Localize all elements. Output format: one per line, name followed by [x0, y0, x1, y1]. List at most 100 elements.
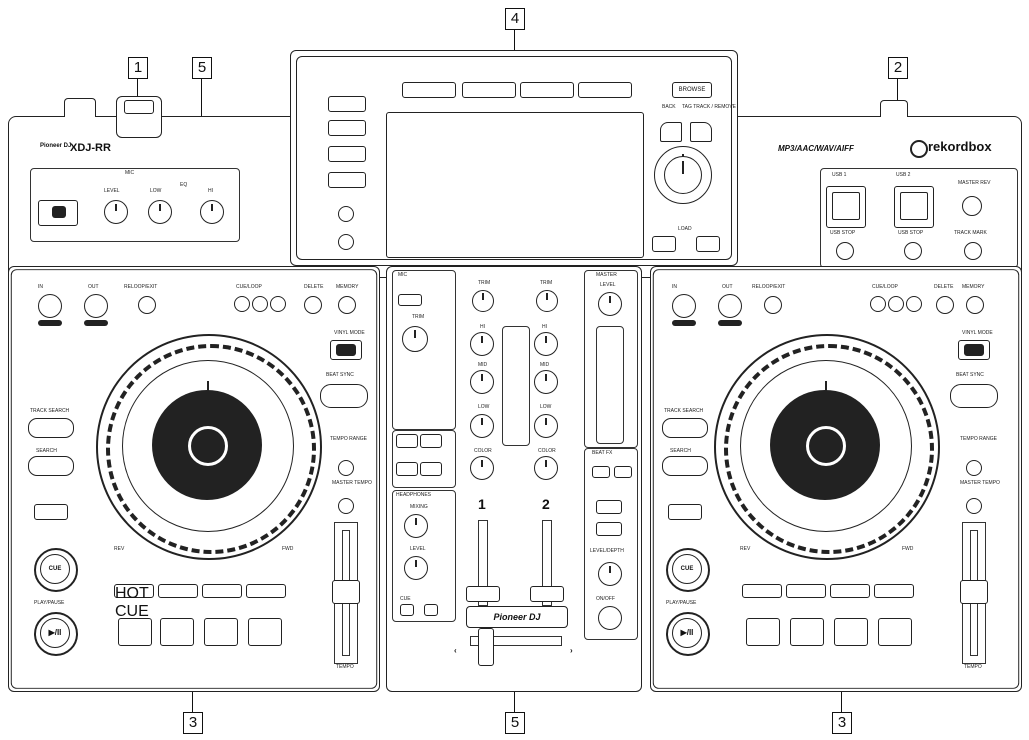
beat-fx-right-button[interactable] — [614, 466, 632, 478]
left-beat-loop-mode[interactable] — [158, 584, 198, 598]
ch2-low-knob[interactable] — [534, 414, 558, 438]
left-perf-pad-4[interactable] — [248, 618, 282, 646]
mixer-cue1-button[interactable] — [400, 604, 414, 616]
left-track-search-button[interactable] — [28, 418, 74, 438]
left-perf-pad-2[interactable] — [160, 618, 194, 646]
right-tempo-fader-cap[interactable] — [960, 580, 988, 604]
tag-track-button[interactable] — [690, 122, 712, 142]
right-hot-cue-mode[interactable] — [742, 584, 782, 598]
left-beat-sync-button[interactable] — [320, 384, 368, 408]
left-slip-button[interactable] — [34, 504, 68, 520]
fx-on-off-button[interactable] — [598, 606, 622, 630]
right-track-search-button[interactable] — [662, 418, 708, 438]
right-delete-button[interactable] — [936, 296, 954, 314]
rotary-selector[interactable] — [664, 156, 702, 194]
browse-button[interactable]: BROWSE — [672, 82, 712, 98]
load-right-button[interactable] — [696, 236, 720, 252]
right-beat-jump-mode[interactable] — [874, 584, 914, 598]
ch2-hi-knob[interactable] — [534, 332, 558, 356]
left-cue-call-button[interactable] — [252, 296, 268, 312]
left-in-button[interactable] — [38, 294, 62, 318]
right-cue-call-button[interactable] — [888, 296, 904, 312]
load-left-button[interactable] — [652, 236, 676, 252]
beat-fx-switch-1[interactable] — [596, 500, 622, 514]
ch1-fader-cap[interactable] — [466, 586, 500, 602]
mixer-fx-button-2[interactable] — [420, 434, 442, 448]
master-rev-button[interactable] — [962, 196, 982, 216]
left-reloop-button[interactable] — [138, 296, 156, 314]
right-cue-next-button[interactable] — [906, 296, 922, 312]
left-master-tempo-button[interactable] — [338, 498, 354, 514]
left-slip-loop-mode[interactable] — [202, 584, 242, 598]
right-master-tempo-button[interactable] — [966, 498, 982, 514]
right-reloop-button[interactable] — [764, 296, 782, 314]
left-cue-prev-button[interactable] — [234, 296, 250, 312]
usb2-stop-button[interactable] — [904, 242, 922, 260]
left-cue-next-button[interactable] — [270, 296, 286, 312]
screen-top-button-3[interactable] — [520, 82, 574, 98]
mixer-hp-level-knob[interactable] — [404, 556, 428, 580]
right-beat-loop-mode[interactable] — [786, 584, 826, 598]
beat-fx-left-button[interactable] — [592, 466, 610, 478]
right-cue-prev-button[interactable] — [870, 296, 886, 312]
ch1-low-knob[interactable] — [470, 414, 494, 438]
ch2-fader-cap[interactable] — [530, 586, 564, 602]
right-perf-pad-1[interactable] — [746, 618, 780, 646]
left-perf-pad-3[interactable] — [204, 618, 238, 646]
mic-eq-hi-knob[interactable] — [200, 200, 224, 224]
crossfader-cap[interactable] — [478, 628, 494, 666]
right-slip-button[interactable] — [668, 504, 702, 520]
ch1-color-knob[interactable] — [470, 456, 494, 480]
mixer-mic-trim-knob[interactable] — [402, 326, 428, 352]
screen-top-button-1[interactable] — [402, 82, 456, 98]
left-perf-pad-1[interactable] — [118, 618, 152, 646]
track-mark-button[interactable] — [964, 242, 982, 260]
mixer-fx-button-3[interactable] — [396, 462, 418, 476]
right-tempo-range-button[interactable] — [966, 460, 982, 476]
right-perf-pad-3[interactable] — [834, 618, 868, 646]
master-level-knob[interactable] — [598, 292, 622, 316]
level-depth-knob[interactable] — [598, 562, 622, 586]
left-out-button[interactable] — [84, 294, 108, 318]
ch1-mid-knob[interactable] — [470, 370, 494, 394]
screen-top-button-2[interactable] — [462, 82, 516, 98]
right-memory-button[interactable] — [966, 296, 984, 314]
ch2-mid-knob[interactable] — [534, 370, 558, 394]
mic-eq-low-knob[interactable] — [148, 200, 172, 224]
screen-side-button-2[interactable] — [328, 120, 366, 136]
right-beat-sync-button[interactable] — [950, 384, 998, 408]
right-out-button[interactable] — [718, 294, 742, 318]
mixer-fx-button-4[interactable] — [420, 462, 442, 476]
left-hot-cue-mode[interactable]: HOT CUE — [114, 584, 154, 620]
usb-port[interactable] — [124, 100, 154, 114]
back-button[interactable] — [660, 122, 682, 142]
right-perf-pad-2[interactable] — [790, 618, 824, 646]
left-tempo-range-button[interactable] — [338, 460, 354, 476]
screen-small-knob[interactable] — [338, 206, 354, 222]
left-beat-jump-mode[interactable] — [246, 584, 286, 598]
mixer-mixing-knob[interactable] — [404, 514, 428, 538]
mic-level-knob[interactable] — [104, 200, 128, 224]
mixer-mic-switch[interactable] — [398, 294, 422, 306]
mixer-cue2-button[interactable] — [424, 604, 438, 616]
screen-side-button-4[interactable] — [328, 172, 366, 188]
usb1-stop-button[interactable] — [836, 242, 854, 260]
right-in-button[interactable] — [672, 294, 696, 318]
right-perf-pad-4[interactable] — [878, 618, 912, 646]
left-tempo-fader-cap[interactable] — [332, 580, 360, 604]
screen-side-button-1[interactable] — [328, 96, 366, 112]
ch1-hi-knob[interactable] — [470, 332, 494, 356]
screen-top-button-4[interactable] — [578, 82, 632, 98]
ch2-color-knob[interactable] — [534, 456, 558, 480]
right-slip-loop-mode[interactable] — [830, 584, 870, 598]
screen-side-button-3[interactable] — [328, 146, 366, 162]
right-search-button[interactable] — [662, 456, 708, 476]
ch2-trim-knob[interactable] — [536, 290, 558, 312]
left-delete-button[interactable] — [304, 296, 322, 314]
screen-bottom-button[interactable] — [338, 234, 354, 250]
left-memory-button[interactable] — [338, 296, 356, 314]
beat-fx-switch-2[interactable] — [596, 522, 622, 536]
mixer-fx-button-1[interactable] — [396, 434, 418, 448]
ch1-trim-knob[interactable] — [472, 290, 494, 312]
left-search-button[interactable] — [28, 456, 74, 476]
